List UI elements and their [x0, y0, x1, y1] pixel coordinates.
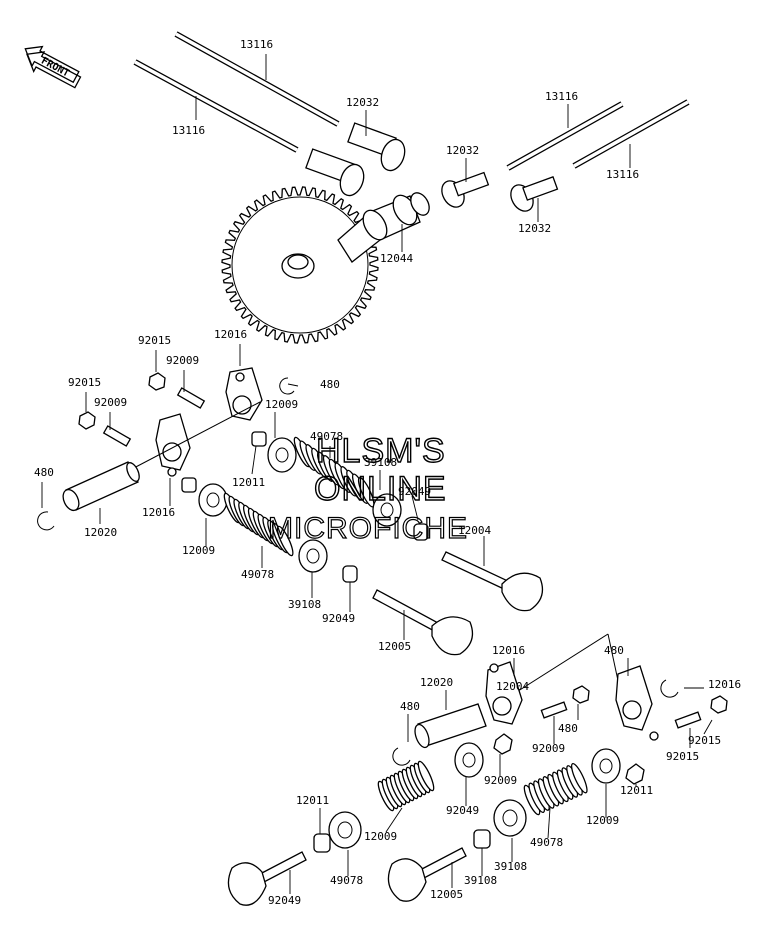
part-label: 39108	[364, 456, 397, 469]
part-label: 12011	[296, 794, 329, 807]
watermark-line-3: MICROFICHE	[268, 512, 468, 545]
leader-lines	[41, 54, 713, 894]
part-label: 480	[34, 466, 54, 479]
part-label: 12009	[364, 830, 397, 843]
part-label: 12016	[492, 644, 525, 657]
spring-coil	[276, 525, 294, 557]
part-label: 49078	[310, 430, 343, 443]
part-label: 12009	[265, 398, 298, 411]
part-label: 49078	[330, 874, 363, 887]
spring-coil	[417, 760, 435, 792]
leader-line	[703, 719, 713, 735]
part-label: 49078	[241, 568, 274, 581]
part-label: 12016	[142, 506, 175, 519]
push-rods	[133, 31, 690, 171]
part-label: 39108	[494, 860, 527, 873]
part-label: 13116	[240, 38, 273, 51]
part-label: 12009	[586, 814, 619, 827]
part-label: 12032	[346, 96, 379, 109]
tappets	[305, 122, 559, 212]
part-label: 12044	[380, 252, 413, 265]
part-label: 12004	[458, 524, 491, 537]
valve-springs-upper	[223, 436, 429, 583]
part-label: 12005	[430, 888, 463, 901]
leader-line	[251, 445, 257, 475]
part-label: 92049	[446, 804, 479, 817]
part-label: 92009	[94, 396, 127, 409]
spring-coil	[570, 762, 588, 794]
part-label: 92015	[138, 334, 171, 347]
part-label: 12032	[518, 222, 551, 235]
part-label: 92049	[322, 612, 355, 625]
camshaft-gear	[221, 186, 430, 344]
leader-line	[547, 807, 551, 839]
part-label: 12016	[214, 328, 247, 341]
part-label: 92049	[268, 894, 301, 907]
rocker-assembly-upper	[37, 367, 297, 531]
part-label: 12005	[378, 640, 411, 653]
valves-upper	[372, 551, 544, 656]
part-label: 480	[400, 700, 420, 713]
part-label: 92015	[666, 750, 699, 763]
rocker-assembly-lower	[227, 633, 728, 906]
watermark: HLSM'S ONLINE MICROFICHE	[267, 431, 468, 545]
part-label: 12020	[420, 676, 453, 689]
part-label: 13116	[606, 168, 639, 181]
front-arrow-icon: FRONT	[24, 45, 82, 89]
part-label: 39108	[288, 598, 321, 611]
part-label: 92009	[166, 354, 199, 367]
part-labels: 13116 12032 13116 12032 13116 13116 12032 12044…	[34, 38, 741, 907]
part-label: 12016	[708, 678, 741, 691]
part-label: 480	[558, 722, 578, 735]
part-label: 49078	[530, 836, 563, 849]
part-label: 92015	[68, 376, 101, 389]
part-label: 12009	[182, 544, 215, 557]
part-label: 12011	[620, 784, 653, 797]
watermark-line-1: HLSM'S	[316, 432, 446, 470]
part-label: 13116	[545, 90, 578, 103]
part-label: 92049	[398, 485, 431, 498]
leader-line	[385, 807, 403, 833]
part-label: 12032	[446, 144, 479, 157]
leader-line	[287, 383, 299, 387]
part-label: 39108	[464, 874, 497, 887]
part-label: 13116	[172, 124, 205, 137]
part-label: 480	[604, 644, 624, 657]
part-label: 92009	[532, 742, 565, 755]
part-label: 12004	[496, 680, 529, 693]
part-label: 12020	[84, 526, 117, 539]
part-label: 12011	[232, 476, 265, 489]
leader-line	[411, 495, 419, 521]
part-label: 480	[320, 378, 340, 391]
part-label: 92015	[688, 734, 721, 747]
part-label: 92009	[484, 774, 517, 787]
